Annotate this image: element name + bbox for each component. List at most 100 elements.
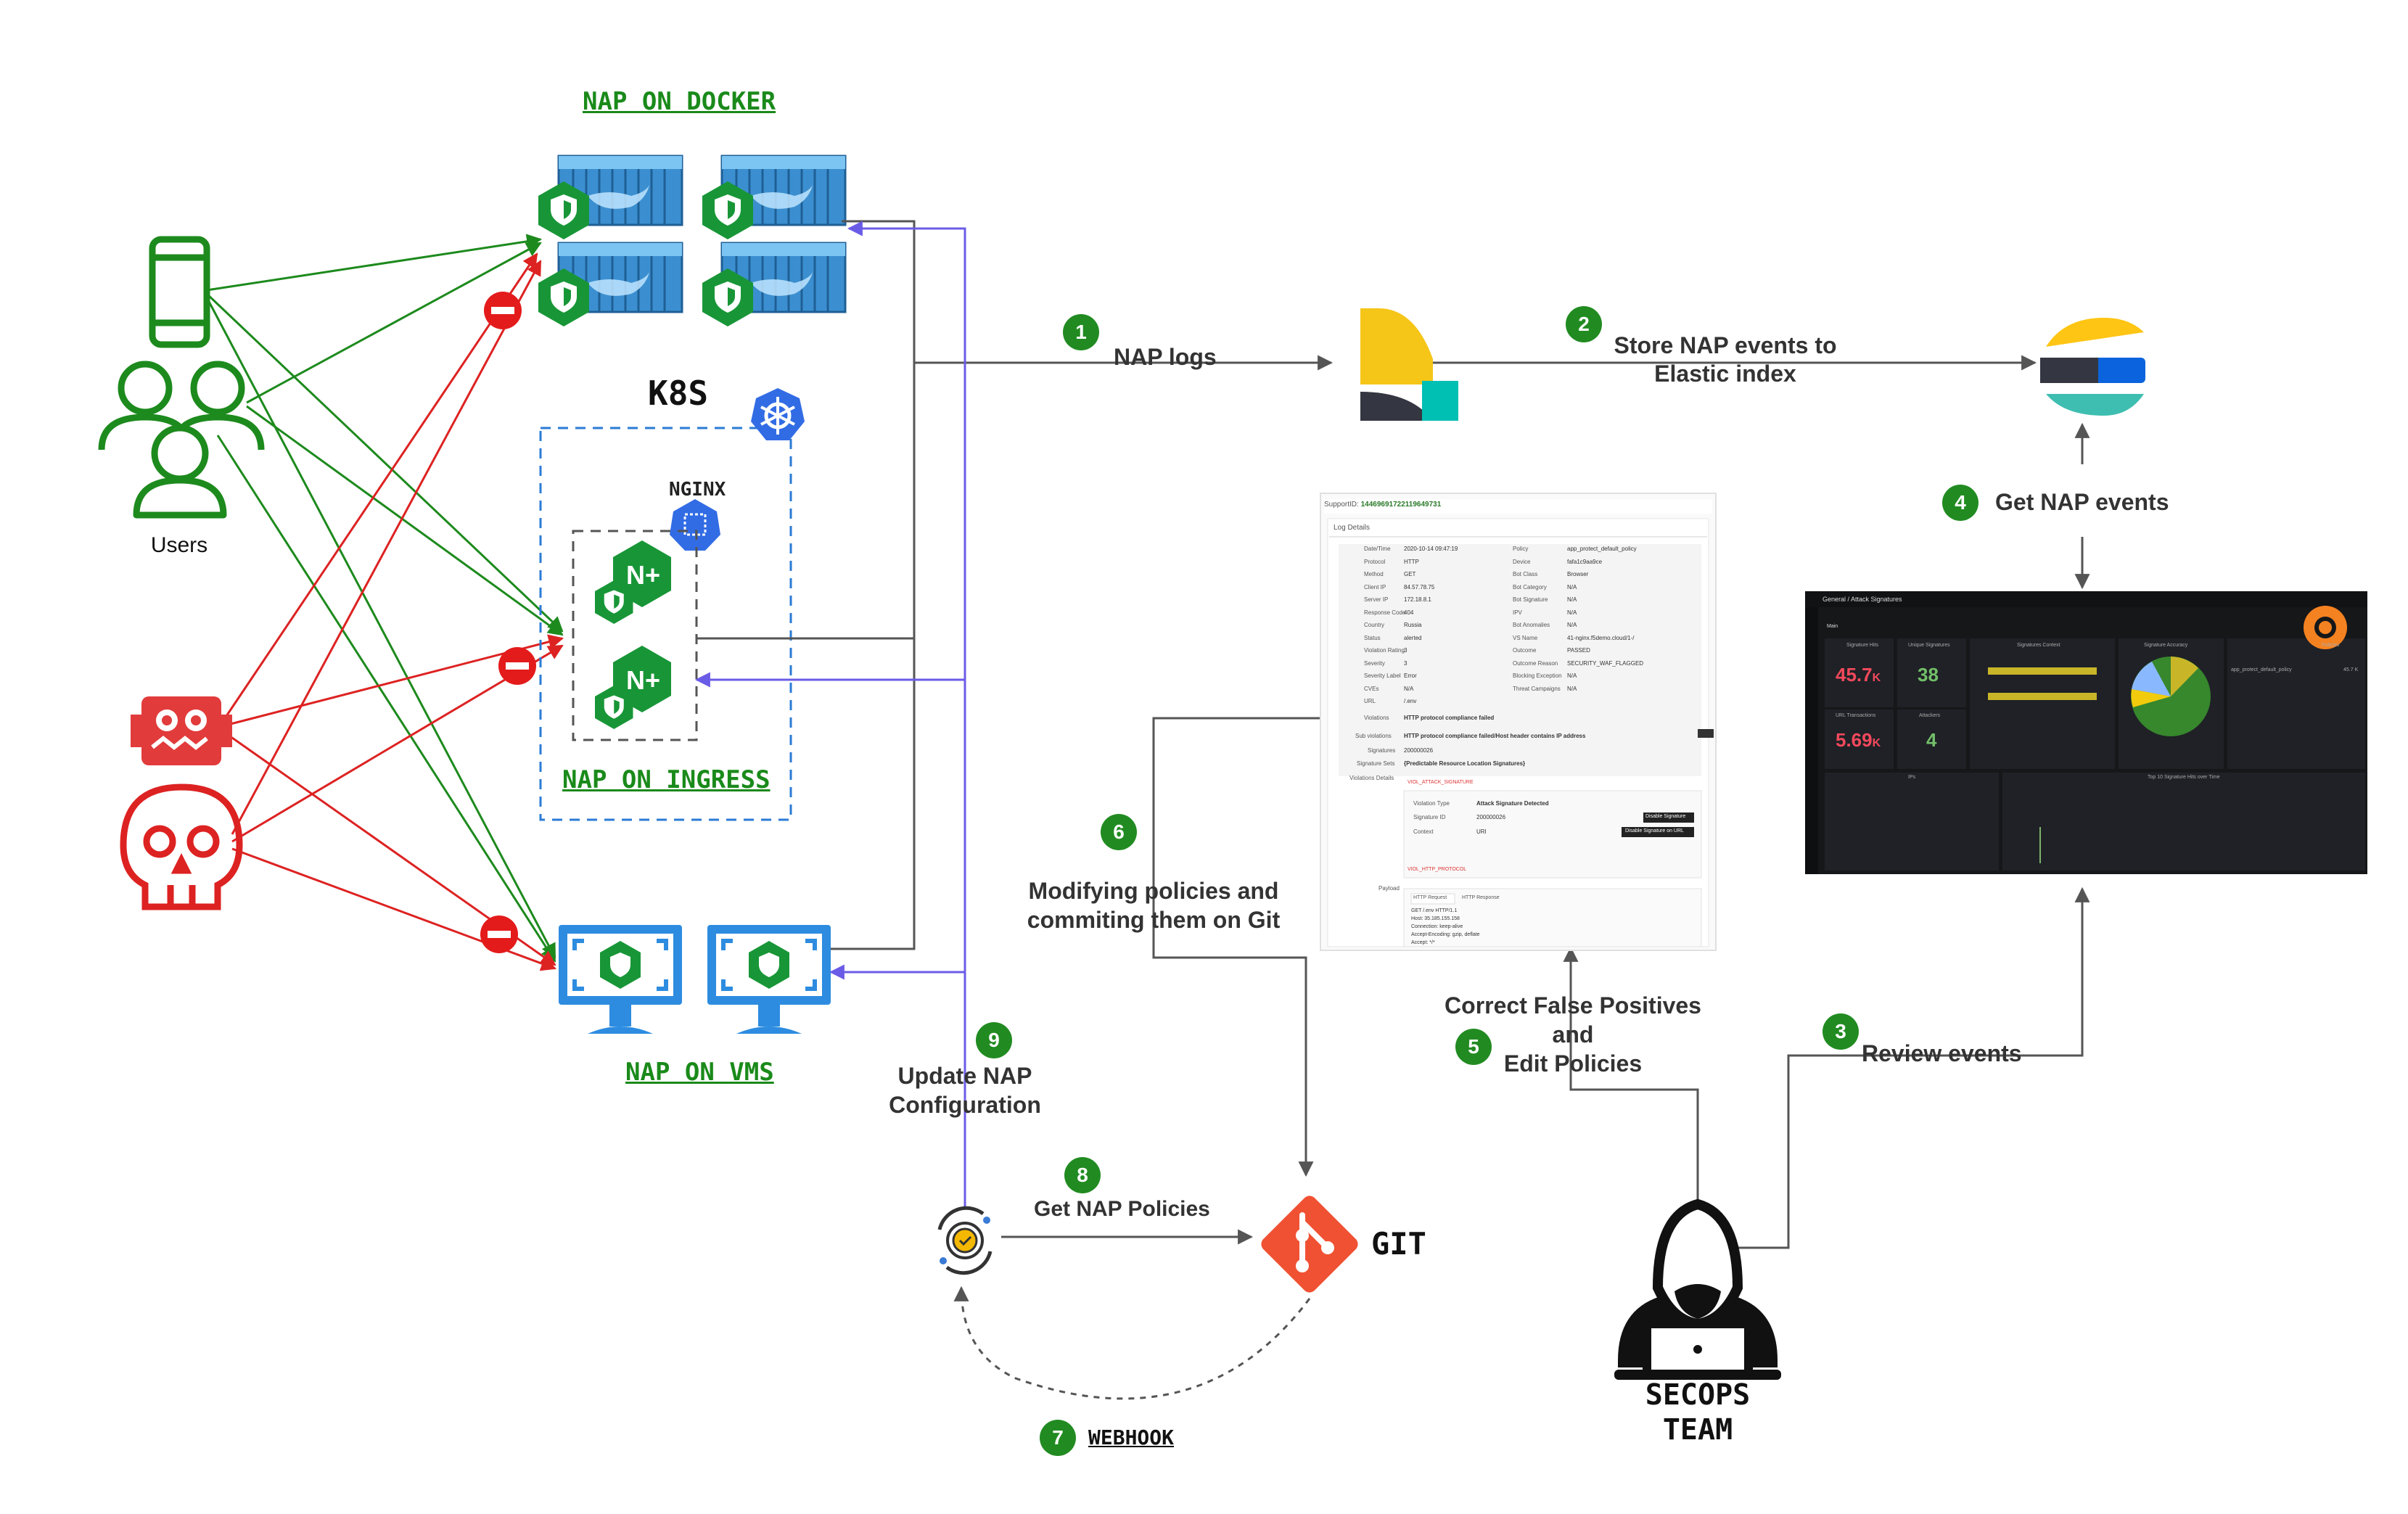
step-label-4: Get NAP events [1995, 489, 2169, 515]
unique-signatures-label: Unique Signatures [1908, 643, 1950, 648]
sub-violations-value: HTTP protocol compliance failed/Host hea… [1404, 733, 1586, 739]
log-field-label: Protocol [1364, 558, 1386, 565]
skull-icon [120, 783, 243, 910]
disable-signature-url-button[interactable]: Disable Signature on URL [1625, 828, 1684, 834]
payload-line: Connection: keep-alive [1411, 924, 1463, 929]
log-field-value: 41-nginx.f5demo.cloud/1-/ [1567, 634, 1635, 641]
grafana-dashboard-screenshot [1805, 591, 2367, 874]
viol-attack-signature: VIOL_ATTACK_SIGNATURE [1408, 780, 1474, 785]
log-field-label: Bot Class [1513, 571, 1538, 577]
log-field-label: Blocking Exception [1513, 672, 1562, 679]
log-field-label: Status [1364, 634, 1381, 641]
log-field-label: Client IP [1364, 583, 1386, 591]
signature-accuracy-label: Signature Accuracy [2144, 643, 2188, 648]
kubernetes-icon [751, 388, 805, 440]
signature-sets-value: {Predictable Resource Location Signature… [1404, 760, 1526, 767]
log-field-label: Method [1364, 571, 1384, 577]
step-label-5-line3: Edit Policies [1503, 1050, 1643, 1077]
step-label-6-line1: Modifying policies and [1028, 878, 1279, 904]
log-field-label: Date/Time [1364, 546, 1391, 552]
nginx-ingress-box [572, 530, 698, 741]
hacker-icon [1614, 1198, 1781, 1380]
violations-value: HTTP protocol compliance failed [1404, 715, 1495, 721]
url-transactions-value: 5.69K [1836, 729, 1881, 751]
log-field-value: N/A [1567, 685, 1577, 692]
log-field-value: N/A [1567, 596, 1577, 603]
log-field-label: IPV [1513, 609, 1522, 616]
grafana-icon [2304, 606, 2347, 649]
nginx-label: NGINX [669, 479, 726, 501]
log-field-label: Bot Category [1513, 583, 1547, 591]
log-field-value: 172.18.8.1 [1404, 596, 1431, 603]
log-field-value: 84.57.78.75 [1404, 583, 1435, 591]
log-field-value: fafa1c9aa9ce [1567, 558, 1603, 565]
log-details-title: Log Details [1334, 524, 1371, 532]
attackers-value: 4 [1926, 729, 1937, 751]
log-field-label: VS Name [1513, 634, 1538, 641]
step-label-2-line2: Elastic index [1654, 361, 1796, 387]
elasticsearch-icon [2040, 318, 2145, 416]
disable-signature-button[interactable]: Disable Signature [1645, 814, 1686, 819]
step-badge-1: 1 [1063, 314, 1099, 350]
commit-flow [953, 717, 1324, 1400]
secops-label-line2: TEAM [1662, 1413, 1733, 1447]
git-label: GIT [1371, 1226, 1426, 1262]
log-field-value: GET [1404, 571, 1416, 577]
log-field-label: Severity Label [1364, 672, 1401, 679]
kibana-icon [1360, 308, 1458, 421]
viol-http-protocol: VIOL_HTTP_PROTOCOL [1408, 867, 1467, 872]
log-details-screenshot [1320, 493, 1717, 951]
step-badge-4: 4 [1942, 485, 1978, 521]
mobile-phone-icon [149, 236, 210, 348]
log-field-value: 3 [1404, 659, 1408, 667]
block-icon-ingress [498, 647, 536, 685]
attackers-to-targets-arrows [223, 252, 564, 971]
log-field-label: Country [1364, 622, 1385, 628]
ips-label: IPs [1908, 775, 1916, 780]
log-field-value: alerted [1404, 634, 1422, 641]
context-label: Context [1413, 828, 1434, 835]
signatures-value: 200000026 [1404, 747, 1434, 754]
nap-ingress-title: NAP ON INGRESS [562, 765, 771, 794]
step-badge-7: 7 [1040, 1420, 1076, 1456]
log-field-label: Policy [1513, 546, 1529, 552]
log-field-value: 2020-10-14 09:47:19 [1404, 546, 1458, 552]
step-label-9-line2: Configuration [889, 1092, 1041, 1118]
unique-signatures-value: 38 [1918, 664, 1939, 686]
log-field-value: HTTP [1404, 558, 1419, 565]
log-field-value: SECURITY_WAF_FLAGGED [1567, 659, 1644, 667]
block-icon-docker [484, 292, 522, 329]
tab-http-response[interactable]: HTTP Response [1462, 895, 1500, 900]
log-field-label: Bot Anomalies [1513, 622, 1550, 628]
vm-monitor-icon [559, 925, 682, 1034]
tab-http-request[interactable]: HTTP Request [1413, 895, 1447, 900]
log-field-label: CVEs [1364, 685, 1379, 692]
log-field-label: Response Code [1364, 609, 1406, 616]
nap-docker-title: NAP ON DOCKER [583, 87, 776, 116]
signatures-label: Signatures [1368, 747, 1396, 754]
users-to-targets-arrows [205, 234, 564, 963]
secops-label-line1: SECOPS [1645, 1378, 1751, 1412]
gear-sync-icon [937, 1206, 993, 1275]
step-label-6-line2: commiting them on Git [1027, 907, 1281, 933]
review-flow [1563, 886, 2090, 1249]
step-label-9-line1: Update NAP [897, 1063, 1032, 1089]
log-field-value: app_protect_default_policy [1567, 546, 1637, 552]
k8s-cluster-boundary [539, 427, 792, 821]
log-field-label: URL [1364, 698, 1376, 704]
violations-label: Violations [1364, 715, 1389, 721]
payload-line: Accept: */* [1411, 940, 1435, 945]
dashboard-breadcrumb: General / Attack Signatures [1823, 596, 1902, 603]
log-field-value: N/A [1567, 583, 1577, 591]
support-id-value: 14469691722119649731 [1360, 501, 1442, 509]
log-field-value: N/A [1404, 685, 1414, 692]
signature-id-label: Signature ID [1413, 814, 1446, 820]
step-badge-9: 9 [976, 1022, 1012, 1058]
log-field-label: Outcome Reason [1513, 659, 1558, 667]
dashboard-section: Main [1827, 624, 1838, 629]
violations-details-label: Violations Details [1349, 775, 1394, 781]
sub-violations-label: Sub violations [1355, 733, 1392, 739]
users-label: Users [150, 533, 208, 557]
bot-icon [131, 696, 232, 765]
